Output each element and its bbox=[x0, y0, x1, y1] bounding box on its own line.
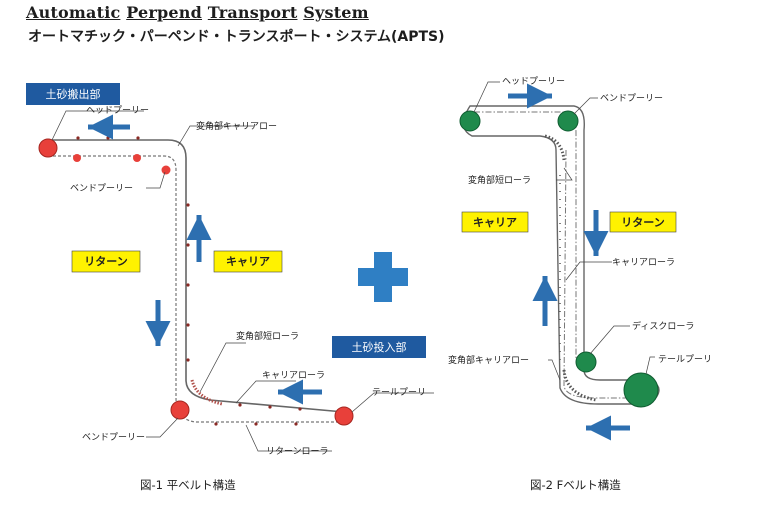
fig2-turn-carrier-roller-label: 変角部キャリアロー bbox=[448, 354, 529, 366]
fig1-head-pulley-label: ヘッドプーリー bbox=[86, 105, 149, 116]
fig1-belt bbox=[48, 139, 345, 423]
fig2-caption: 図-2 Fベルト構造 bbox=[530, 478, 621, 492]
fig2-bend-pulley-label: ベンドプーリー bbox=[600, 93, 663, 104]
fig1-flow-arrows bbox=[88, 114, 322, 405]
fig2-turn-short-roller-label: 変角部短ローラ bbox=[468, 174, 531, 186]
plus-icon bbox=[358, 252, 408, 302]
fig1-return-box-label: リターン bbox=[84, 255, 127, 268]
fig1-discharge-tag bbox=[26, 83, 120, 105]
fig2-carrier-roller-label: キャリアローラ bbox=[612, 257, 675, 268]
fig2-disc-roller bbox=[575, 351, 597, 373]
fig2-return-box-label: リターン bbox=[621, 216, 664, 229]
fig1-carrier-rollers bbox=[76, 136, 302, 426]
fig1-caption: 図-1 平ベルト構造 bbox=[140, 478, 236, 492]
fig2-carrier-box bbox=[461, 211, 529, 233]
fig2-head-pulley-label: ヘッドプーリー bbox=[502, 76, 565, 87]
fig2-return-box bbox=[609, 211, 677, 233]
fig1-return-roller bbox=[133, 154, 141, 162]
fig1-return-roller-label: リターンローラ bbox=[266, 446, 329, 457]
fig1-tail-pulley bbox=[334, 406, 354, 426]
fig2-head-pulley bbox=[459, 110, 481, 132]
fig1-tail-pulley-label: テールプーリ bbox=[372, 387, 426, 398]
fig1-bend-pulley-bottom bbox=[170, 400, 190, 420]
fig1-head-pulley bbox=[38, 138, 58, 158]
title-japanese: オートマチック・パーペンド・トランスポート・システム(APTS) bbox=[28, 29, 445, 45]
fig1-carrier-roller-label: キャリアローラ bbox=[262, 370, 325, 381]
fig1-discharge-tag-text: 土砂搬出部 bbox=[46, 87, 101, 101]
title-english: Automatic Perpend Transport System bbox=[26, 3, 369, 22]
fig2-bend-pulley bbox=[557, 110, 579, 132]
fig1-carrier-box-label: キャリア bbox=[226, 255, 270, 268]
fig2-tail-pulley bbox=[623, 372, 659, 408]
fig2-carrier-box-label: キャリア bbox=[473, 216, 517, 229]
fig2-disc-roller-label: ディスクローラ bbox=[632, 320, 694, 332]
fig1-turn-carrier-roller-label: 変角部キャリアロー bbox=[196, 120, 277, 132]
fig1-bend-pulley-top-label: ベンドプーリー bbox=[70, 183, 133, 194]
fig1-input-tag-text: 土砂投入部 bbox=[352, 340, 407, 354]
fig1-bend-pulley-top bbox=[161, 165, 171, 175]
fig1-input-tag bbox=[332, 336, 426, 358]
fig2-flow-arrows bbox=[508, 83, 630, 441]
fig1-return-roller bbox=[73, 154, 81, 162]
fig1-turn-short-roller-label: 変角部短ローラ bbox=[236, 330, 299, 342]
fig1-carrier-box bbox=[213, 250, 283, 273]
fig2-tail-pulley-label: テールプーリ bbox=[658, 354, 712, 365]
fig1-bend-pulley-bottom-label: ベンドプーリー bbox=[82, 432, 145, 443]
fig1-return-box bbox=[71, 250, 141, 273]
